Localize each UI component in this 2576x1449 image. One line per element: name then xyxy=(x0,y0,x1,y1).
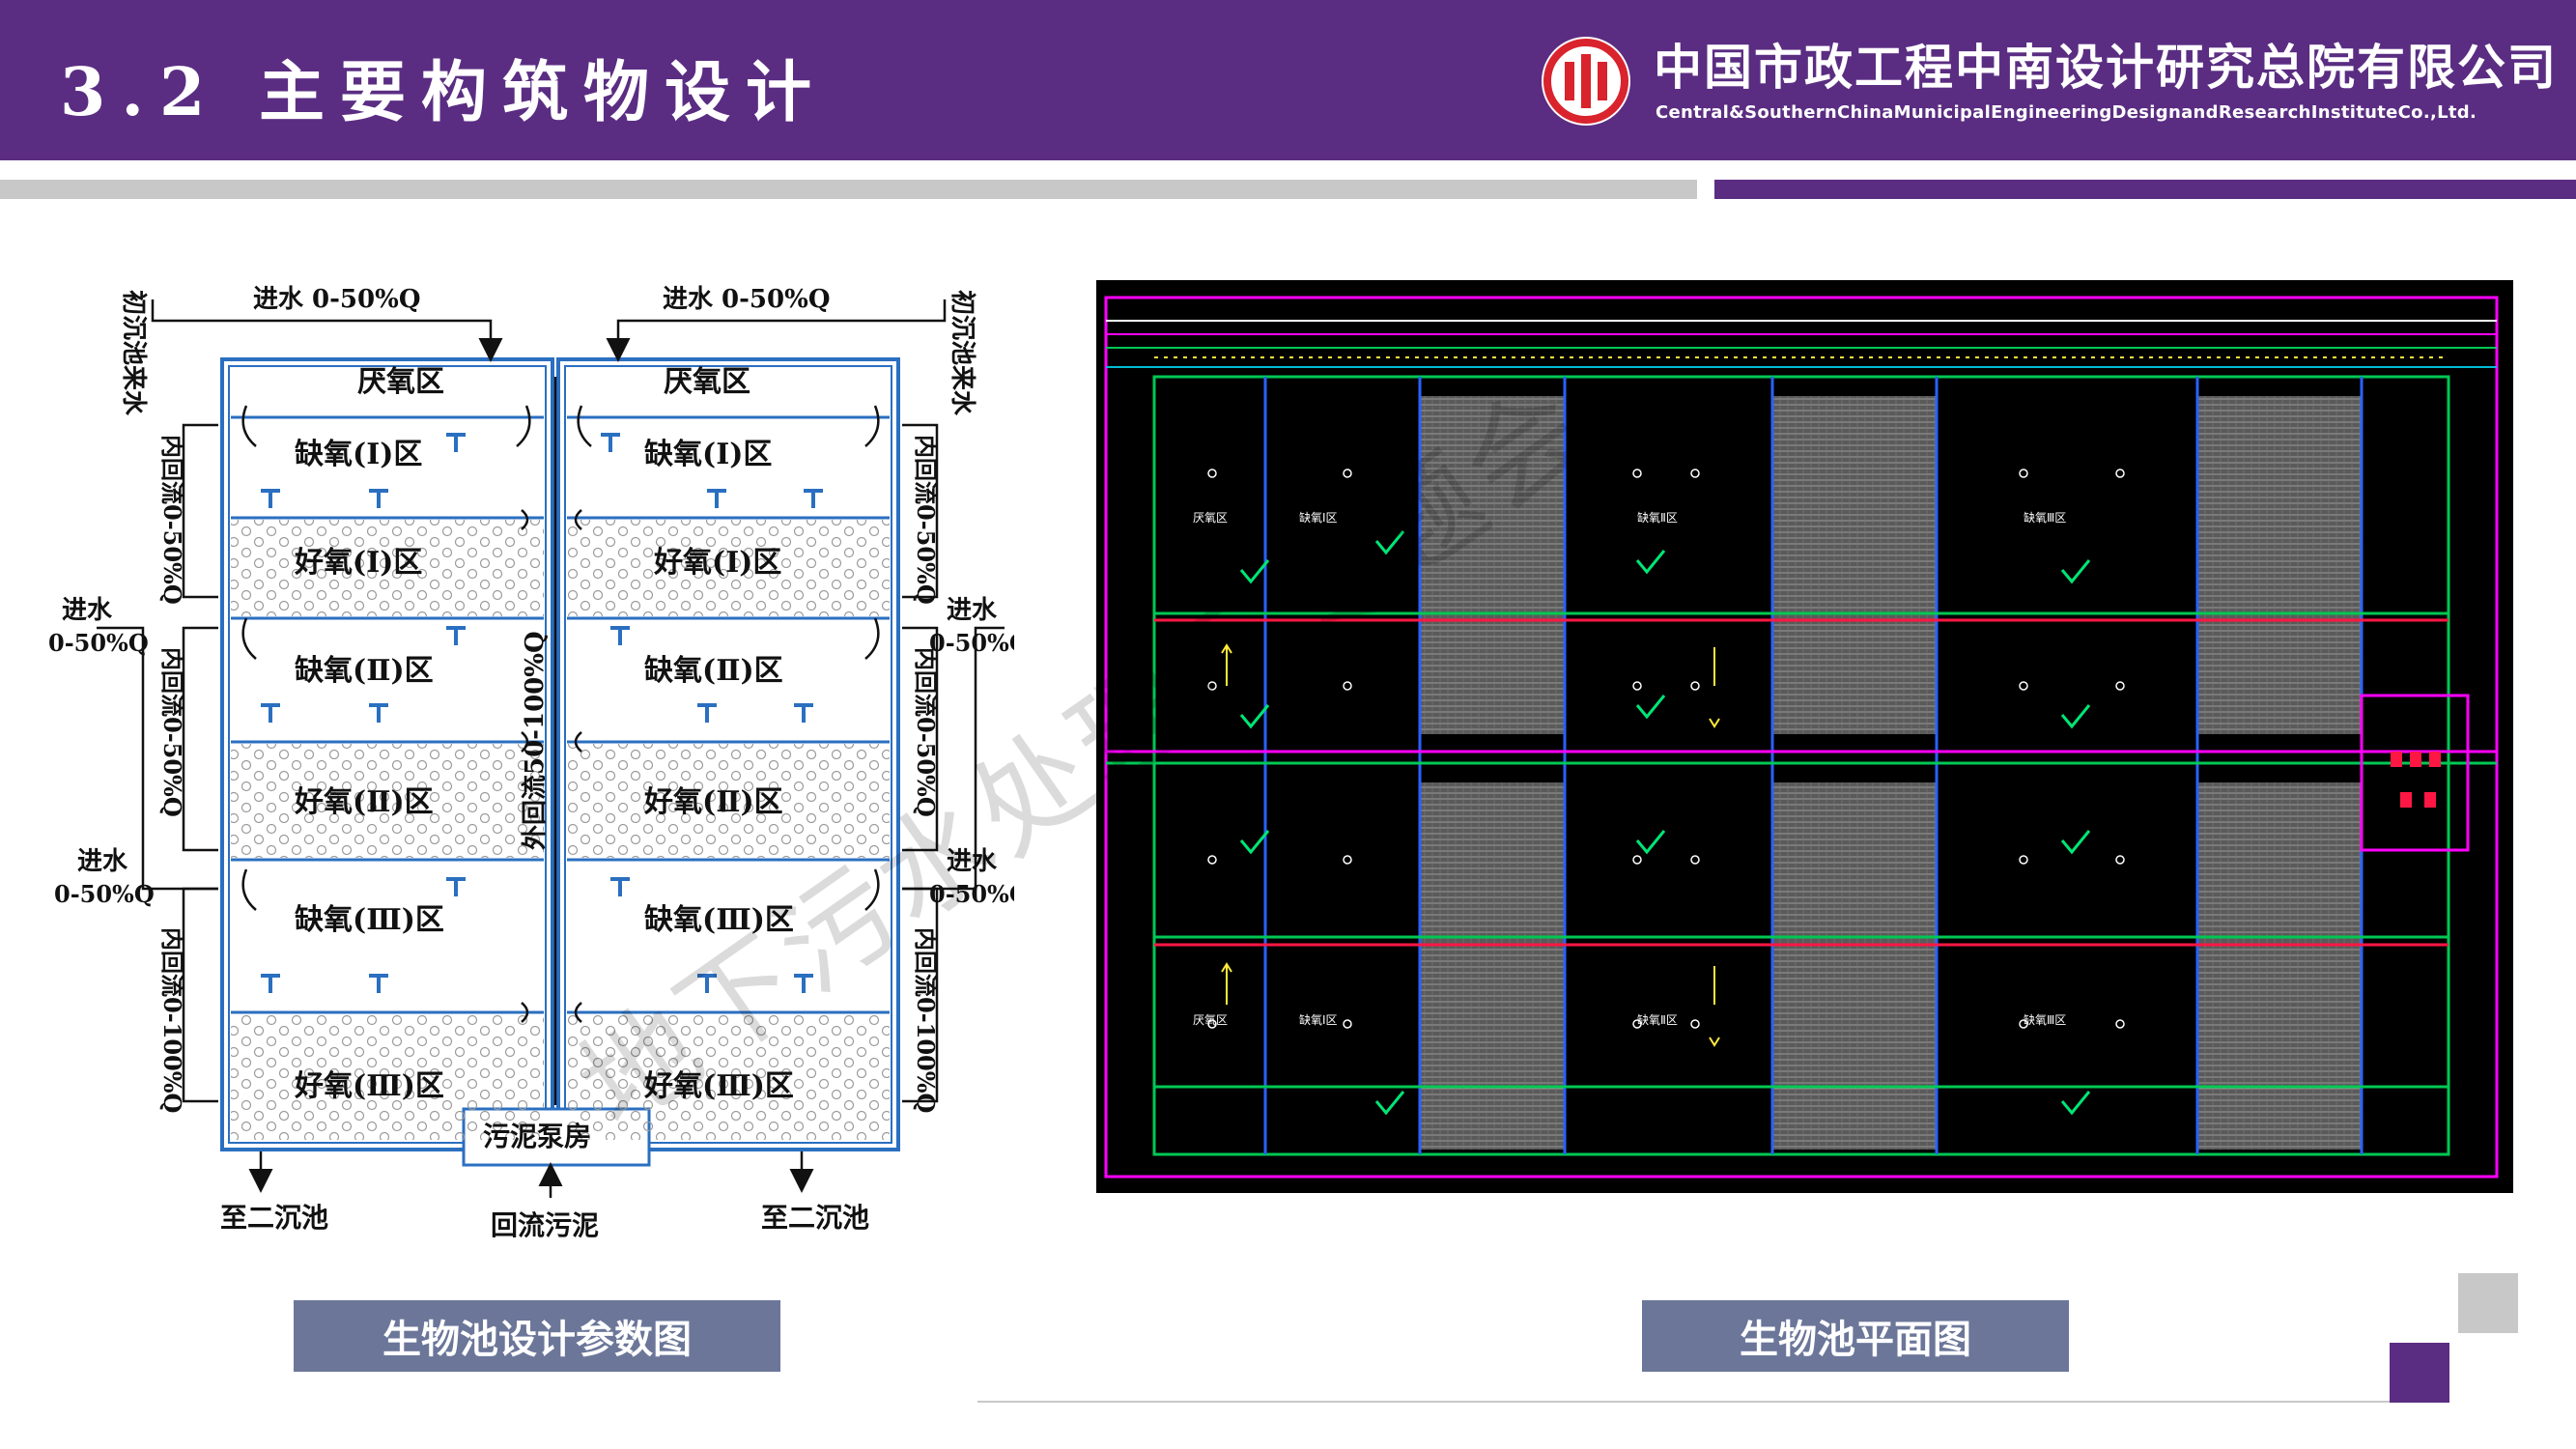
divider-bar-purple xyxy=(1714,180,2576,199)
to-secondary-right: 至二沉池 xyxy=(761,1202,869,1234)
caption-plan: 生物池平面图 xyxy=(1642,1300,2069,1372)
zone-label: 好氧(Ⅲ)区 xyxy=(643,1069,794,1103)
zone-label: 缺氧(Ⅰ)区 xyxy=(644,438,772,471)
side-inflow-value: 0-50%Q xyxy=(54,880,155,908)
internal-return-label: 内回流0-50%Q xyxy=(912,647,940,817)
side-inflow-label: 进水 xyxy=(947,847,998,876)
plan-zone-label: 厌氧区 xyxy=(1193,511,1228,525)
plan-zone-label: 缺氧Ⅱ区 xyxy=(1637,510,1678,525)
zone-label: 缺氧(Ⅱ)区 xyxy=(295,654,434,688)
sludge-pump-label: 污泥泵房 xyxy=(483,1121,591,1152)
bio-tank-parameter-diagram: 厌氧区 缺氧(Ⅰ)区 好氧(Ⅰ)区 缺氧(Ⅱ)区 好氧(Ⅱ)区 缺氧(Ⅲ)区 好… xyxy=(48,285,1014,1241)
plan-zone-label: 缺氧Ⅱ区 xyxy=(1637,1012,1678,1027)
company-logo-icon xyxy=(1542,37,1630,126)
zone-label: 厌氧区 xyxy=(357,365,444,399)
zone-label: 好氧(Ⅱ)区 xyxy=(294,785,434,819)
inflow-top-left: 进水 0-50%Q xyxy=(253,285,420,314)
partition-lines xyxy=(231,415,890,1014)
footer-line xyxy=(977,1401,2390,1403)
inflow-top-right: 进水 0-50%Q xyxy=(663,285,830,314)
side-inflow-label: 进水 xyxy=(77,847,128,876)
company-name-cn: 中国市政工程中南设计研究总院有限公司 xyxy=(1654,39,2558,96)
internal-return-label: 内回流0-100%Q xyxy=(158,927,186,1113)
side-inflow-label: 进水 xyxy=(62,596,113,625)
mixer-icons xyxy=(261,433,823,993)
decor-square-gray xyxy=(2458,1273,2518,1333)
plan-zone-label: 缺氧Ⅰ区 xyxy=(1299,510,1338,525)
zone-label: 缺氧(Ⅰ)区 xyxy=(295,438,422,471)
flow-lines xyxy=(97,299,1005,1198)
side-inflow-value: 0-50%Q xyxy=(929,880,1014,908)
aerobic-zones xyxy=(231,520,890,1140)
zone-label: 厌氧区 xyxy=(664,365,750,399)
internal-return-label: 内回流0-50%Q xyxy=(158,647,186,817)
zone-label: 好氧(Ⅲ)区 xyxy=(294,1069,444,1103)
plan-zone-label: 厌氧区 xyxy=(1193,1013,1228,1027)
decor-square-purple xyxy=(2390,1343,2449,1403)
zone-label: 好氧(Ⅰ)区 xyxy=(294,546,422,580)
return-sludge-label: 回流污泥 xyxy=(491,1209,599,1241)
plan-zone-label: 缺氧Ⅲ区 xyxy=(2024,1012,2066,1027)
caption-diagram: 生物池设计参数图 xyxy=(294,1300,780,1372)
company-name-en: Central&SouthernChinaMunicipalEngineerin… xyxy=(1656,102,2477,123)
slide-title: 3.2 主要构筑物设计 xyxy=(60,54,827,131)
side-inflow-value: 0-50%Q xyxy=(929,629,1014,657)
side-inflow-value: 0-50%Q xyxy=(48,629,149,657)
zone-label: 缺氧(Ⅱ)区 xyxy=(644,654,783,688)
internal-return-label: 内回流0-100%Q xyxy=(912,927,940,1113)
primary-clarifier-right: 初沉池来水 xyxy=(948,290,977,416)
to-secondary-left: 至二沉池 xyxy=(220,1202,328,1234)
cad-plan-svg: 厌氧区 缺氧Ⅰ区 缺氧Ⅱ区 缺氧Ⅲ区 厌氧区 缺氧Ⅰ区 缺氧Ⅱ区 缺氧Ⅲ区 xyxy=(1104,296,2499,1179)
zone-label: 好氧(Ⅱ)区 xyxy=(643,785,783,819)
side-inflow-label: 进水 xyxy=(947,596,998,625)
plan-zone-label: 缺氧Ⅰ区 xyxy=(1299,1012,1338,1027)
external-return-label: 外回流50-100%Q xyxy=(521,631,550,850)
zone-label: 好氧(Ⅰ)区 xyxy=(653,546,781,580)
zone-label: 缺氧(Ⅲ)区 xyxy=(295,903,444,937)
internal-return-label: 内回流0-50%Q xyxy=(912,435,940,605)
plan-zone-label: 缺氧Ⅲ区 xyxy=(2024,510,2066,525)
divider-bar-gray xyxy=(0,180,1697,199)
primary-clarifier-left: 初沉池来水 xyxy=(119,290,148,416)
zone-label: 缺氧(Ⅲ)区 xyxy=(644,903,794,937)
header-bar: 3.2 主要构筑物设计 中国市政工程中南设计研究总院有限公司 Central&S… xyxy=(0,0,2576,160)
internal-return-label: 内回流0-50%Q xyxy=(158,435,186,605)
bio-tank-plan-drawing: 厌氧区 缺氧Ⅰ区 缺氧Ⅱ区 缺氧Ⅲ区 厌氧区 缺氧Ⅰ区 缺氧Ⅱ区 缺氧Ⅲ区 xyxy=(1096,280,2513,1193)
